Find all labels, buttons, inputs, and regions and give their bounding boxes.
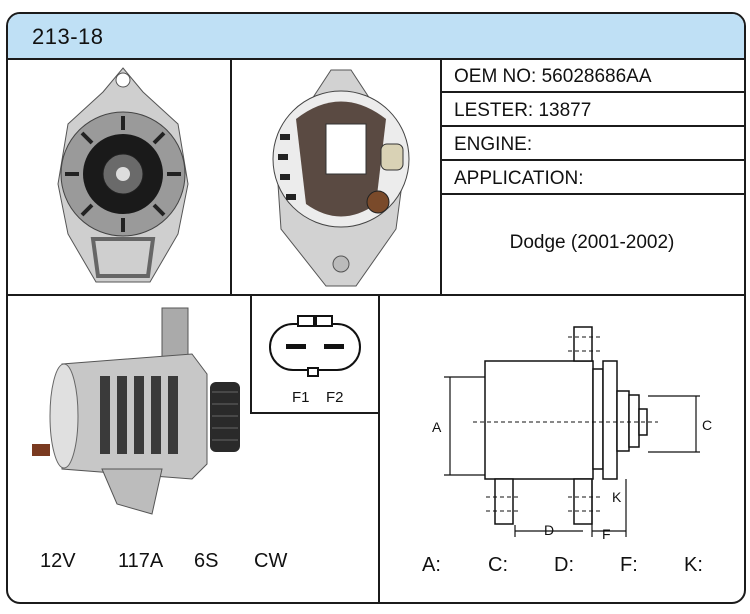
voltage-rating: 12V (40, 550, 76, 572)
dimension-k: K: (684, 554, 703, 576)
dim-label-c: C (702, 417, 712, 433)
divider (230, 58, 232, 294)
divider (440, 193, 744, 195)
connector-diagram (269, 315, 361, 377)
divider (440, 58, 442, 294)
dim-label-k: K (612, 489, 622, 505)
dimension-a: A: (422, 554, 441, 576)
alternator-rear-photo (272, 69, 410, 287)
product-card: 213-18 OEM NO: 56028686AA LESTER: 13877 … (6, 12, 746, 604)
engine-label: ENGINE: (454, 134, 533, 155)
dim-label-f: F (602, 526, 611, 539)
application-label: APPLICATION: (454, 168, 584, 189)
dimension-d: D: (554, 554, 574, 576)
part-number-title: 213-18 (32, 24, 104, 49)
lester-number: LESTER: 13877 (454, 100, 592, 121)
divider (250, 412, 380, 414)
dim-label-a: A (432, 419, 442, 435)
dimension-c: C: (488, 554, 508, 576)
amperage-rating: 117A (118, 550, 164, 572)
application-value: Dodge (2001-2002) (509, 232, 675, 253)
alternator-front-photo (57, 67, 189, 283)
rotation-rating: CW (254, 550, 288, 572)
alternator-side-photo (32, 307, 240, 515)
title-bar: 213-18 (8, 14, 744, 60)
connector-pin-f1: F1 (292, 389, 310, 406)
dim-label-d: D (544, 522, 554, 538)
divider (378, 294, 380, 602)
connector-pin-f2: F2 (326, 389, 344, 406)
divider (440, 125, 744, 127)
divider (440, 91, 744, 93)
divider (250, 294, 252, 414)
dimension-f: F: (620, 554, 638, 576)
dimension-diagram: A C D F K (432, 326, 712, 539)
oem-number: OEM NO: 56028686AA (454, 66, 652, 87)
pulley-rating: 6S (194, 550, 219, 572)
divider (440, 159, 744, 161)
divider (8, 294, 744, 296)
